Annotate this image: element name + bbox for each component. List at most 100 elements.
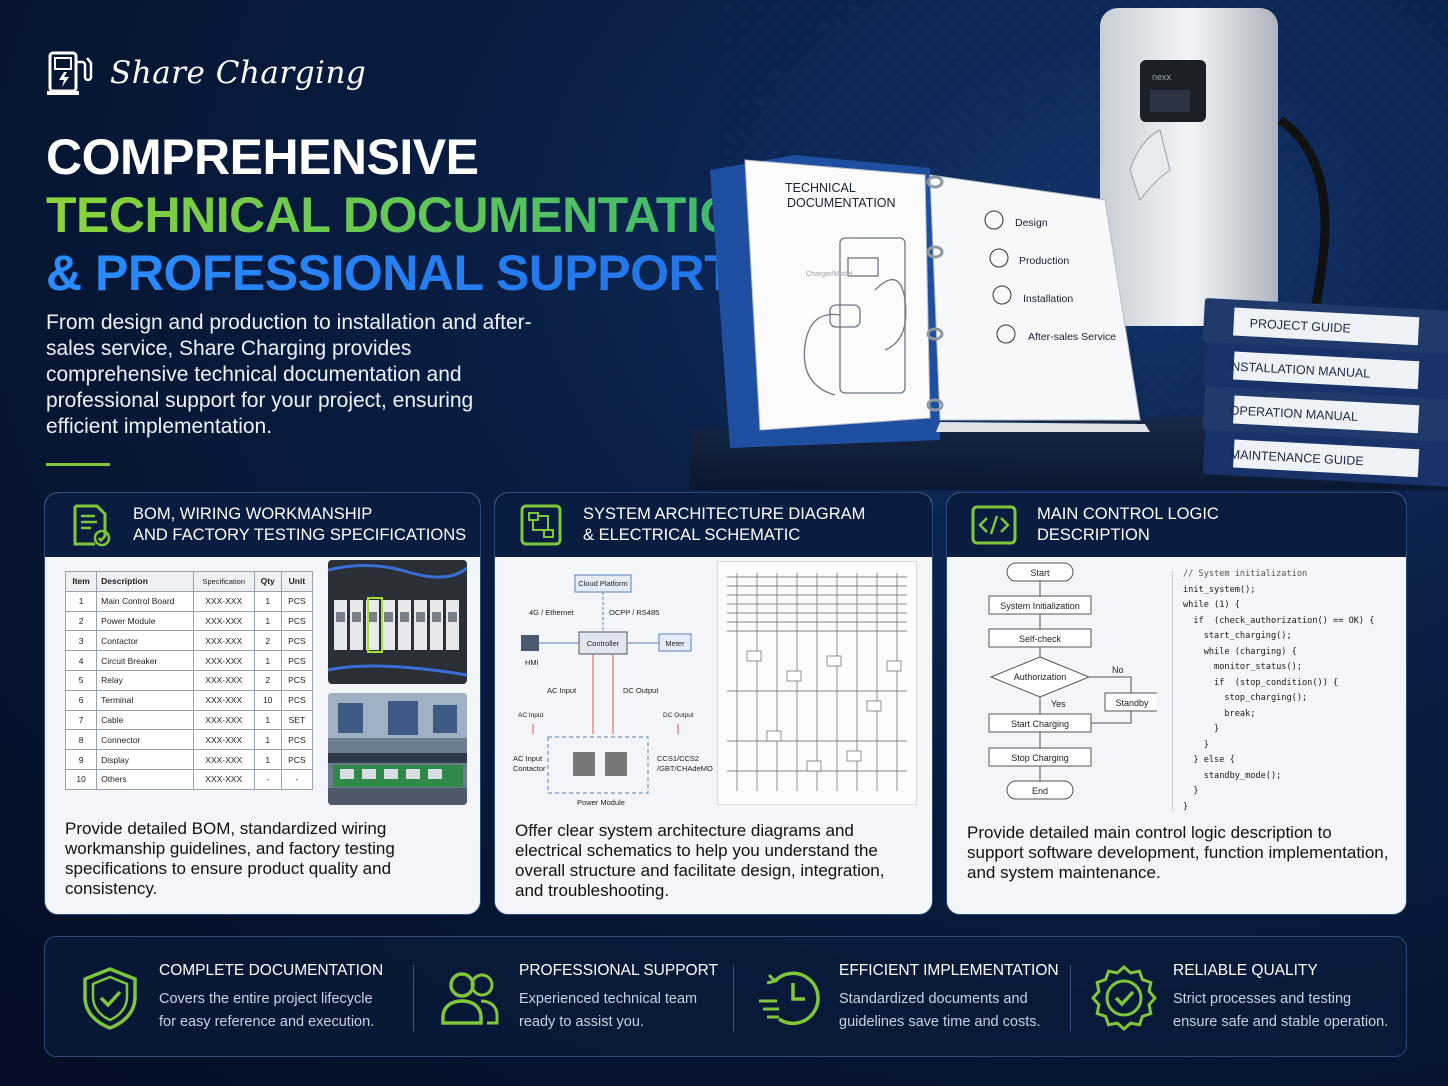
installation-icon xyxy=(992,285,1012,305)
schematic-component xyxy=(826,655,842,667)
bom-header-specification: Specification xyxy=(192,571,255,592)
code-line: } else { xyxy=(1183,755,1235,765)
code-line: standby_mode(); xyxy=(1183,770,1282,781)
sketch-label: Charger/Model xyxy=(806,271,853,278)
table-cell: PCS xyxy=(280,630,314,652)
code-line: if (stop_condition()) { xyxy=(1183,677,1339,688)
factory-floor-photo xyxy=(328,693,467,805)
table-cell: 9 xyxy=(64,749,98,770)
arch-dc-output-small: DC Output xyxy=(663,712,694,719)
hero-illustration: nexx TECHNICAL DOCUMENTATION Charger/Mod… xyxy=(690,8,1448,490)
relay-terminal xyxy=(336,612,345,622)
wiring-panel-photo xyxy=(328,560,467,684)
table-cell: 1 xyxy=(253,590,282,612)
binder-title-line-2: DOCUMENTATION xyxy=(787,196,896,210)
headline-line-3: & PROFESSIONAL SUPPORT xyxy=(46,245,735,301)
bom-header-description: Description xyxy=(96,571,194,592)
feature-efficient-desc: Standardized documents and guidelines sa… xyxy=(839,990,1041,1030)
team-icon xyxy=(441,971,499,1025)
table-cell: PCS xyxy=(280,689,314,711)
schematic-component xyxy=(766,730,782,742)
relay-module xyxy=(414,600,427,650)
brand: Share Charging xyxy=(46,48,366,98)
code-line: init_system(); xyxy=(1183,584,1256,595)
table-cell: Cable xyxy=(96,709,194,731)
feature-efficient-title: EFFICIENT IMPLEMENTATION xyxy=(839,961,1059,979)
card-bom-title: BOM, WIRING WORKMANSHIP AND FACTORY TEST… xyxy=(133,505,467,544)
table-cell: XXX-XXX xyxy=(192,590,255,612)
binder-item-production: Production xyxy=(1019,255,1069,267)
feature-quality-title: RELIABLE QUALITY xyxy=(1173,961,1318,979)
table-cell: PCS xyxy=(280,749,314,770)
schematic-component xyxy=(786,670,802,682)
table-cell: Others xyxy=(96,768,194,790)
manual-stack: PROJECT GUIDE INSTALLATION MANUAL OPERAT… xyxy=(1202,298,1448,487)
code-line: stop_charging(); xyxy=(1183,693,1308,703)
flow-yes: Yes xyxy=(1051,699,1066,709)
feature-separator xyxy=(733,965,734,1031)
relay-module xyxy=(350,600,363,650)
table-cell: Relay xyxy=(96,669,194,691)
table-cell: - xyxy=(280,768,314,790)
relay-module xyxy=(334,600,347,650)
headline-line-2: TECHNICAL DOCUMENTATION xyxy=(46,187,774,243)
production-icon xyxy=(989,248,1009,268)
feature-stripe: COMPLETE DOCUMENTATION Covers the entire… xyxy=(44,936,1407,1057)
table-cell: XXX-XXX xyxy=(192,650,255,671)
flow-stop-charging: Stop Charging xyxy=(1011,753,1069,763)
table-cell: PCS xyxy=(280,610,314,632)
code-line: } xyxy=(1183,786,1199,796)
card-bom-header: BOM, WIRING WORKMANSHIP AND FACTORY TEST… xyxy=(45,493,480,557)
table-cell: 7 xyxy=(64,709,98,731)
flow-no: No xyxy=(1112,665,1124,675)
arch-dc-output: DC Output xyxy=(623,686,659,695)
relay-terminal xyxy=(368,612,377,622)
control-flowchart: Start System Initialization Self-check A… xyxy=(988,562,1157,800)
table-cell: Terminal xyxy=(96,689,194,711)
code-divider xyxy=(1172,571,1173,811)
relay-terminal xyxy=(400,612,409,622)
relay-terminal xyxy=(416,612,425,622)
table-cell: XXX-XXX xyxy=(192,729,255,751)
quality-badge-icon xyxy=(1091,964,1157,1031)
table-cell: 8 xyxy=(64,729,98,751)
code-line: } xyxy=(1183,724,1220,734)
table-cell: Main Control Board xyxy=(96,590,194,612)
table-cell: Connector xyxy=(96,729,194,751)
schematic-component xyxy=(746,650,762,662)
table-cell: XXX-XXX xyxy=(192,709,255,731)
relay-terminal xyxy=(432,612,441,622)
code-line: } xyxy=(1183,739,1209,750)
relay-module xyxy=(430,600,443,650)
manual-operation: OPERATION MANUAL xyxy=(1229,403,1358,424)
binder-title-line-1: TECHNICAL xyxy=(785,181,856,195)
arch-contactor-line-2: Contactor xyxy=(513,764,546,773)
brand-name: Share Charging xyxy=(110,55,367,91)
table-cell: XXX-XXX xyxy=(192,749,255,770)
code-line: // System initialization xyxy=(1183,569,1308,579)
arch-link-left: 4G / Ethernet xyxy=(529,608,575,617)
relay-module xyxy=(398,600,411,650)
bom-header-item: Item xyxy=(64,571,98,592)
flow-standby: Standby xyxy=(1115,698,1149,708)
table-cell: 2 xyxy=(253,630,282,652)
table-cell: 1 xyxy=(253,749,282,770)
table-cell: 1 xyxy=(253,610,282,632)
code-icon xyxy=(971,505,1017,545)
table-cell: 3 xyxy=(64,630,98,652)
feature-support: PROFESSIONAL SUPPORT Experienced technic… xyxy=(435,937,718,1058)
relay-module xyxy=(382,600,395,650)
flow-start: Start xyxy=(1030,568,1050,578)
relay-terminal xyxy=(352,612,361,622)
table-cell: XXX-XXX xyxy=(192,630,255,652)
table-cell: 6 xyxy=(64,689,98,711)
table-cell: - xyxy=(253,768,282,790)
feature-support-title: PROFESSIONAL SUPPORT xyxy=(519,961,718,979)
card-logic-title: MAIN CONTROL LOGIC DESCRIPTION xyxy=(1037,505,1219,544)
code-line: start_charging(); xyxy=(1183,631,1292,641)
table-cell: XXX-XXX xyxy=(192,610,255,632)
arch-controller: Controller xyxy=(587,639,620,648)
aftersales-icon xyxy=(996,324,1016,344)
